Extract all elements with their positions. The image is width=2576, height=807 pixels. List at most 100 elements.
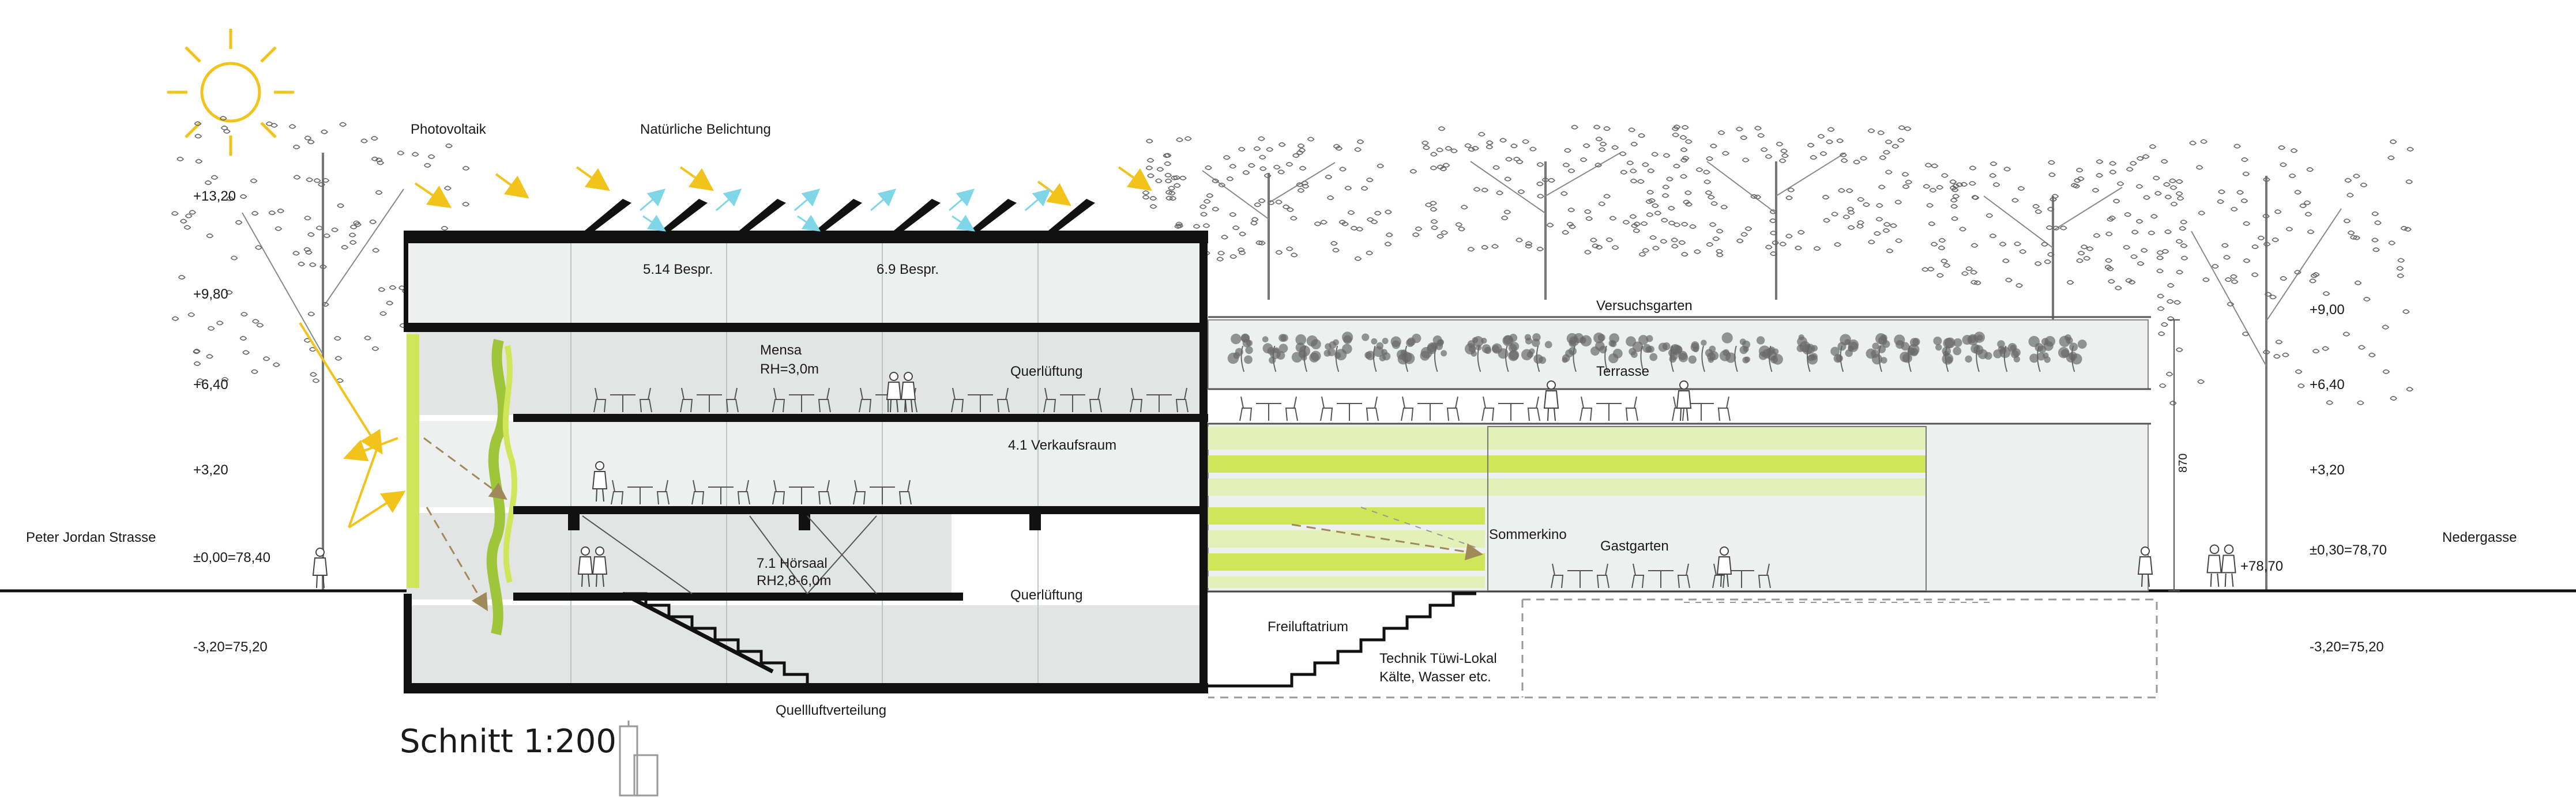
level-left-1: +13,20 (193, 188, 236, 204)
tree (171, 116, 475, 591)
person-figure (2206, 544, 2222, 587)
plant (1562, 333, 1592, 372)
plant (1962, 331, 1992, 372)
person-figure (1676, 380, 1692, 421)
room-hoersaal-rh: RH2,8-6,0m (757, 573, 831, 589)
trees (171, 116, 2415, 591)
level-right-4: ±0,30=78,70 (2310, 542, 2387, 558)
annex-building (1208, 316, 2180, 699)
roof-garden-plants (1227, 331, 2087, 372)
plant (1323, 331, 1353, 372)
level-left-2: +9,80 (193, 286, 228, 302)
room-verkauf: 4.1 Verkaufsraum (1008, 438, 1116, 453)
plant (1830, 334, 1859, 372)
plant (1993, 340, 2021, 372)
level-right-5: -3,20=75,20 (2310, 639, 2384, 655)
sun-ray-arrows (299, 166, 1153, 529)
table-set (611, 480, 670, 505)
room-terrasse: Terrasse (1596, 364, 1649, 379)
table-set (951, 387, 1010, 413)
level-left-5: ±0,00=78,40 (193, 550, 270, 565)
table-set (1712, 563, 1771, 589)
label-belichtung: Natürliche Belichtung (640, 122, 771, 137)
level-right-6: +78,70 (2240, 559, 2283, 574)
plant (1658, 342, 1688, 372)
person-figure (312, 548, 328, 589)
label-querlueftung-2: Querlüftung (1010, 587, 1082, 603)
airflow-arrows (423, 437, 1483, 612)
plant (2058, 334, 2087, 372)
room-bespr-1: 5.14 Bespr. (643, 262, 713, 277)
plant (1291, 334, 1321, 372)
person-figure (1716, 546, 1732, 587)
table-set (593, 387, 652, 413)
person-figure (2137, 546, 2153, 587)
level-left-3: +6,40 (193, 377, 228, 393)
plant (1866, 333, 1890, 372)
plant (1390, 333, 1421, 372)
sun-icon (167, 29, 294, 156)
table-set (1481, 396, 1540, 421)
drawing-title: Schnitt 1:200 (400, 723, 616, 760)
tree (2131, 139, 2415, 591)
tree (1645, 125, 1913, 300)
plant (1688, 340, 1719, 372)
room-bespr-2: 6.9 Bespr. (877, 262, 939, 277)
person-figure (592, 461, 608, 502)
daylight-arrows (640, 188, 1051, 232)
plant (1626, 335, 1658, 372)
plant (1491, 334, 1520, 372)
label-querlueftung-1: Querlüftung (1010, 364, 1082, 379)
person-figure (2221, 544, 2236, 587)
plant (1262, 334, 1288, 372)
label-quellluft: Quellluftverteilung (776, 703, 886, 718)
plant (1590, 332, 1623, 372)
tree (1409, 125, 1693, 300)
tree (1142, 136, 1393, 300)
level-left-6: -3,20=75,20 (193, 639, 268, 655)
plant (1521, 333, 1552, 372)
plant (1719, 332, 1751, 372)
people-figures (312, 372, 2236, 589)
level-right-1: +9,00 (2310, 302, 2345, 318)
room-mensa-rh: RH=3,0m (760, 361, 819, 377)
table-set (772, 480, 831, 505)
furniture (593, 387, 1771, 589)
plant (1420, 335, 1447, 372)
table-set (1580, 396, 1638, 421)
person-figure (1543, 380, 1559, 421)
table-set (1551, 563, 1609, 589)
plant (1227, 333, 1253, 372)
room-mensa: Mensa (760, 342, 802, 358)
plant (1464, 336, 1492, 372)
table-set (1043, 387, 1102, 413)
level-left-4: +3,20 (193, 462, 228, 478)
table-set (853, 480, 912, 505)
plant (1894, 334, 1920, 372)
street-left: Peter Jordan Strasse (26, 530, 156, 545)
table-set (1239, 396, 1298, 421)
room-hoersaal: 7.1 Hörsaal (757, 556, 828, 571)
main-building (404, 199, 1208, 693)
table-set (1631, 563, 1690, 589)
person-figure (900, 372, 916, 413)
person-figure (592, 546, 608, 587)
dimension-label: 870 (2177, 454, 2190, 473)
label-photovoltaik: Photovoltaik (411, 122, 487, 137)
table-set (1401, 396, 1460, 421)
plant (1362, 333, 1391, 372)
street-right: Nedergasse (2442, 530, 2517, 545)
table-set (691, 480, 750, 505)
room-freiluft: Freiluftatrium (1268, 619, 1348, 635)
plant (1756, 336, 1783, 372)
table-set (1320, 396, 1379, 421)
room-technik-1: Technik Tüwi-Lokal (1379, 651, 1497, 666)
plant (2028, 335, 2056, 372)
room-sommerkino: Sommerkino (1489, 527, 1567, 542)
scale-figure-icon (619, 721, 659, 797)
room-technik-2: Kälte, Wasser etc. (1379, 669, 1491, 685)
table-set (1130, 387, 1189, 413)
level-right-3: +3,20 (2310, 462, 2345, 478)
table-set (680, 387, 739, 413)
